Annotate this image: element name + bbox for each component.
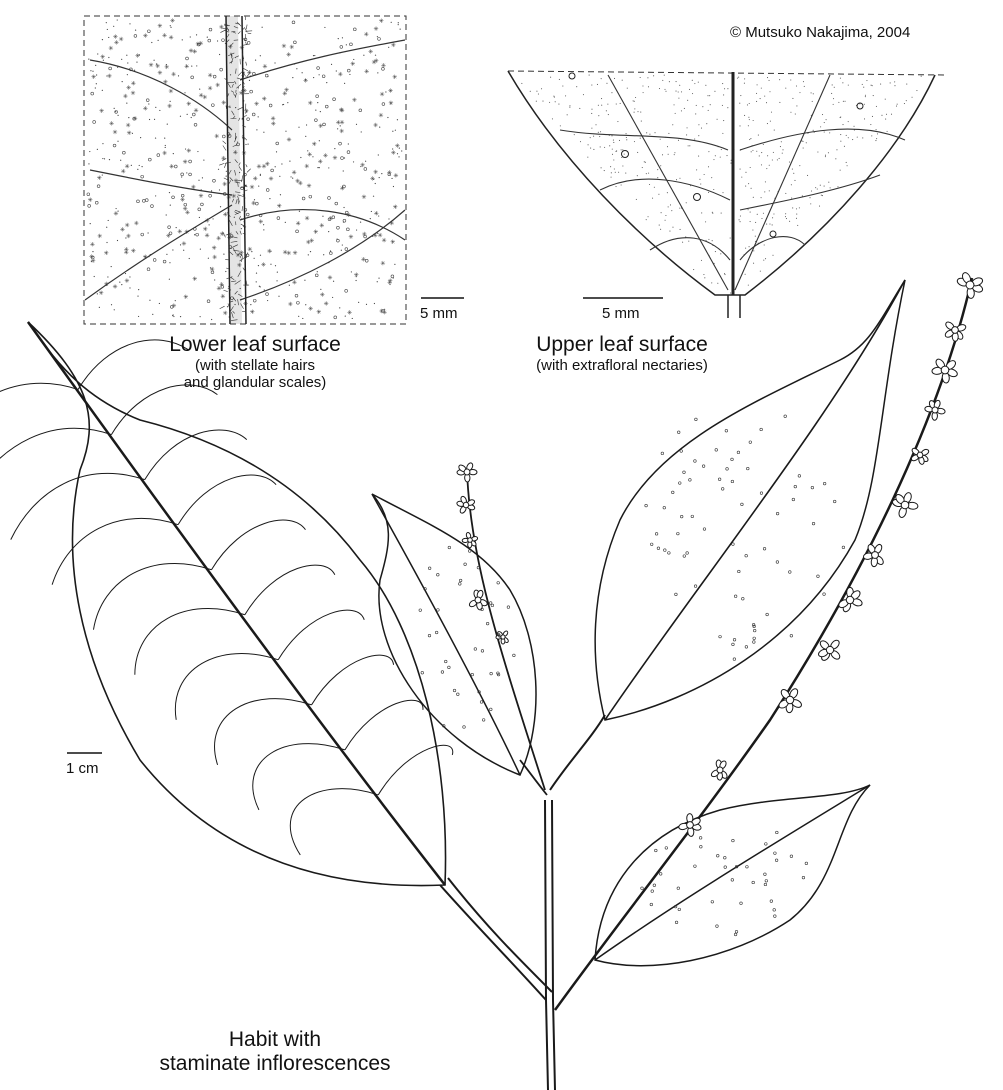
leaf-base-outline [507,70,936,296]
upper-panel-caption: Upper leaf surface (with extrafloral nec… [482,333,762,374]
habit-title-2: staminate inflorescences [159,1052,391,1076]
lower-panel-title: Lower leaf surface [169,333,341,356]
midrib-hairs [219,16,253,321]
upper-panel-title: Upper leaf surface [536,333,708,356]
habit-caption: Habit with staminate inflorescences [125,1028,425,1076]
lower-panel-caption: Lower leaf surface (with stellate hairs … [115,333,395,392]
staminate-flowers [456,272,984,837]
lower-scale-label: 5 mm [420,305,458,322]
habit-title-1: Habit with [228,1028,322,1051]
copyright-credit: © Mutsuko Nakajima, 2004 [730,24,911,41]
lower-panel-subtitle-1: (with stellate hairs [194,357,316,375]
lower-right-leaf [594,784,871,967]
upper-right-leaf [594,279,906,721]
upper-leaf-surface-panel [507,70,946,318]
upper-surface-stipple [521,74,922,294]
leaf-dots [418,414,846,937]
large-leaf-veins [0,339,454,856]
large-leaf [27,321,447,887]
habit-drawing [0,272,984,1090]
lower-panel-subtitle-2: and glandular scales) [183,374,327,392]
small-middle-leaf [371,493,537,776]
lower-leaf-surface-panel [83,15,464,325]
habit-scale-label: 1 cm [66,760,99,777]
upper-panel-subtitle-1: (with extrafloral nectaries) [536,357,708,375]
upper-scale-label: 5 mm [602,305,640,322]
lower-surface-stipple [86,18,403,321]
